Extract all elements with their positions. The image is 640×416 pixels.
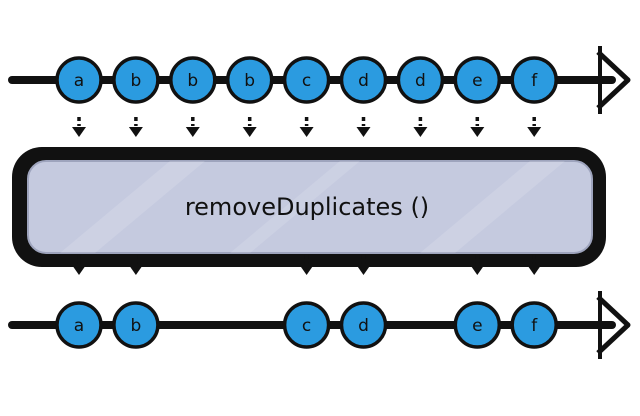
output-down-arrow-icon xyxy=(72,255,86,275)
input-marble: b xyxy=(169,56,217,104)
output-down-arrow-icon xyxy=(527,255,542,275)
input-down-arrow-icon xyxy=(185,117,200,137)
output-arrows xyxy=(72,255,542,275)
input-marble-label: b xyxy=(187,71,198,91)
output-arrow-head xyxy=(72,265,86,275)
output-marble-circle xyxy=(510,301,558,349)
input-arrow-head xyxy=(356,127,371,137)
operator-box-glare xyxy=(60,161,565,253)
input-arrows xyxy=(72,117,542,137)
output-down-arrow-icon xyxy=(299,255,314,275)
input-marble-circle xyxy=(225,56,274,104)
output-marble: f xyxy=(510,301,558,349)
input-marble-label: b xyxy=(244,71,255,91)
operator-box-fill xyxy=(27,160,593,254)
output-marble: c xyxy=(282,301,331,349)
output-marble: a xyxy=(55,301,103,349)
output-marble-label: f xyxy=(531,316,538,336)
output-marble: e xyxy=(453,301,502,349)
output-down-arrow-icon xyxy=(356,255,371,275)
output-marble-circle xyxy=(453,301,502,349)
input-marble-label: a xyxy=(74,71,84,91)
output-arrow-head xyxy=(470,265,485,275)
output-marble: d xyxy=(339,301,388,349)
output-marble-label: e xyxy=(472,316,482,336)
output-down-arrow-icon xyxy=(470,255,485,275)
output-arrow-head xyxy=(299,265,314,275)
input-arrow-head xyxy=(185,127,200,137)
input-marble-label: f xyxy=(531,71,538,91)
input-marble-circle xyxy=(453,56,502,104)
operator-box: removeDuplicates () xyxy=(12,147,606,267)
output-arrow-head xyxy=(128,265,143,275)
input-timeline-arrowhead-icon xyxy=(596,50,631,110)
output-marble: b xyxy=(112,301,160,349)
input-marble-label: e xyxy=(472,71,482,91)
input-marble: c xyxy=(282,56,331,104)
output-marbles: a b c d e f xyxy=(55,301,558,349)
input-marble-circle xyxy=(510,56,558,104)
input-marble-circle xyxy=(55,56,103,104)
input-marble: a xyxy=(55,56,103,104)
input-marble-label: c xyxy=(302,71,311,91)
input-down-arrow-icon xyxy=(242,117,257,137)
input-marble: f xyxy=(510,56,558,104)
input-marble-circle xyxy=(396,56,445,104)
input-marble: b xyxy=(112,56,160,104)
input-marble: b xyxy=(225,56,274,104)
input-marble-circle xyxy=(169,56,217,104)
input-down-arrow-icon xyxy=(299,117,314,137)
output-marble-circle xyxy=(112,301,160,349)
output-arrow-head xyxy=(356,265,371,275)
input-arrow-head xyxy=(72,127,86,137)
input-marble-label: b xyxy=(131,71,142,91)
output-marble-label: a xyxy=(74,316,84,336)
input-arrow-head xyxy=(299,127,314,137)
input-marble: d xyxy=(396,56,445,104)
output-marble-circle xyxy=(55,301,103,349)
input-marble: e xyxy=(453,56,502,104)
input-arrow-head xyxy=(128,127,143,137)
output-marble-label: c xyxy=(302,316,311,336)
output-timeline-arrowhead-icon xyxy=(596,295,631,355)
input-arrow-head xyxy=(242,127,257,137)
input-marble-label: d xyxy=(358,71,369,91)
input-down-arrow-icon xyxy=(413,117,428,137)
input-marble-label: d xyxy=(415,71,426,91)
input-marble-circle xyxy=(282,56,331,104)
input-down-arrow-icon xyxy=(356,117,371,137)
input-arrow-head xyxy=(527,127,542,137)
output-marble-circle xyxy=(282,301,331,349)
output-arrow-head xyxy=(527,265,542,275)
output-down-arrow-icon xyxy=(128,255,143,275)
input-arrow-head xyxy=(413,127,428,137)
output-marble-label: d xyxy=(358,316,369,336)
input-marble-circle xyxy=(339,56,388,104)
output-marble-circle xyxy=(339,301,388,349)
input-down-arrow-icon xyxy=(128,117,143,137)
input-down-arrow-icon xyxy=(72,117,86,137)
input-down-arrow-icon xyxy=(470,117,485,137)
input-marble: d xyxy=(339,56,388,104)
output-marble-label: b xyxy=(131,316,142,336)
input-arrow-head xyxy=(470,127,485,137)
output-timeline: a b c d e f xyxy=(8,291,631,359)
operator-label: removeDuplicates () xyxy=(185,193,429,221)
input-marble-circle xyxy=(112,56,160,104)
input-down-arrow-icon xyxy=(527,117,542,137)
